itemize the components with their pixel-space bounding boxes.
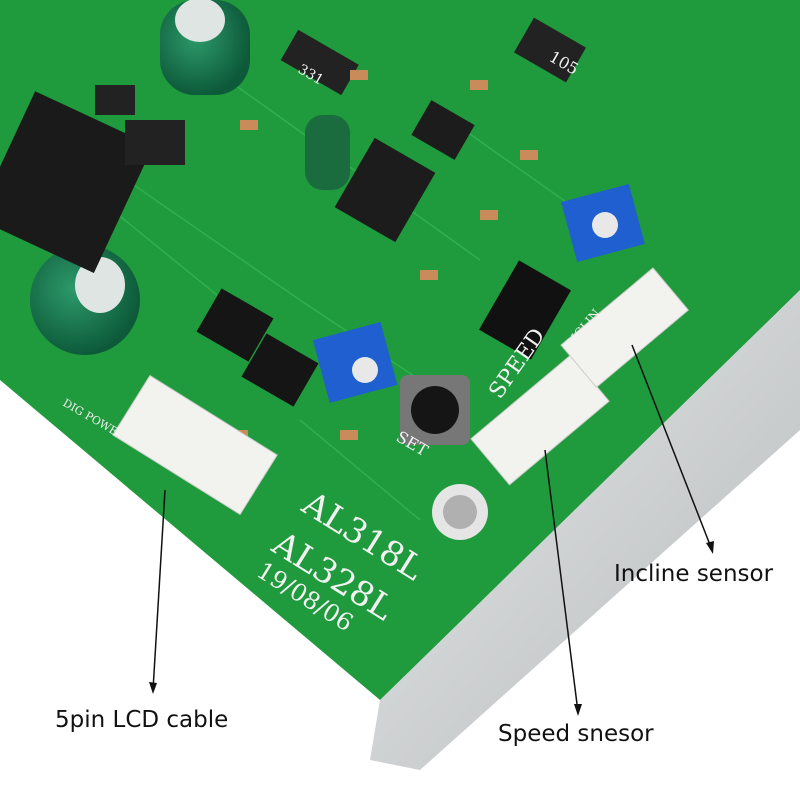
pointer-line-incline xyxy=(631,344,713,551)
pointer-line-speed xyxy=(544,449,579,713)
optocoupler xyxy=(241,333,319,407)
optocoupler xyxy=(196,288,274,362)
pointer-line-lcd xyxy=(152,489,166,691)
lcd-cable-label: 5pin LCD cable xyxy=(55,707,229,733)
capacitor xyxy=(305,115,350,190)
lcd-connector xyxy=(112,374,278,516)
circuit-board xyxy=(0,0,800,700)
ic-chip xyxy=(334,137,436,243)
incline-sensor-label: Incline sensor xyxy=(614,561,774,587)
incline-connector xyxy=(560,267,690,388)
heatsink xyxy=(370,290,800,770)
relay xyxy=(0,91,154,274)
ic-chip xyxy=(411,100,475,160)
speed-sensor-label: Speed snesor xyxy=(498,721,654,747)
